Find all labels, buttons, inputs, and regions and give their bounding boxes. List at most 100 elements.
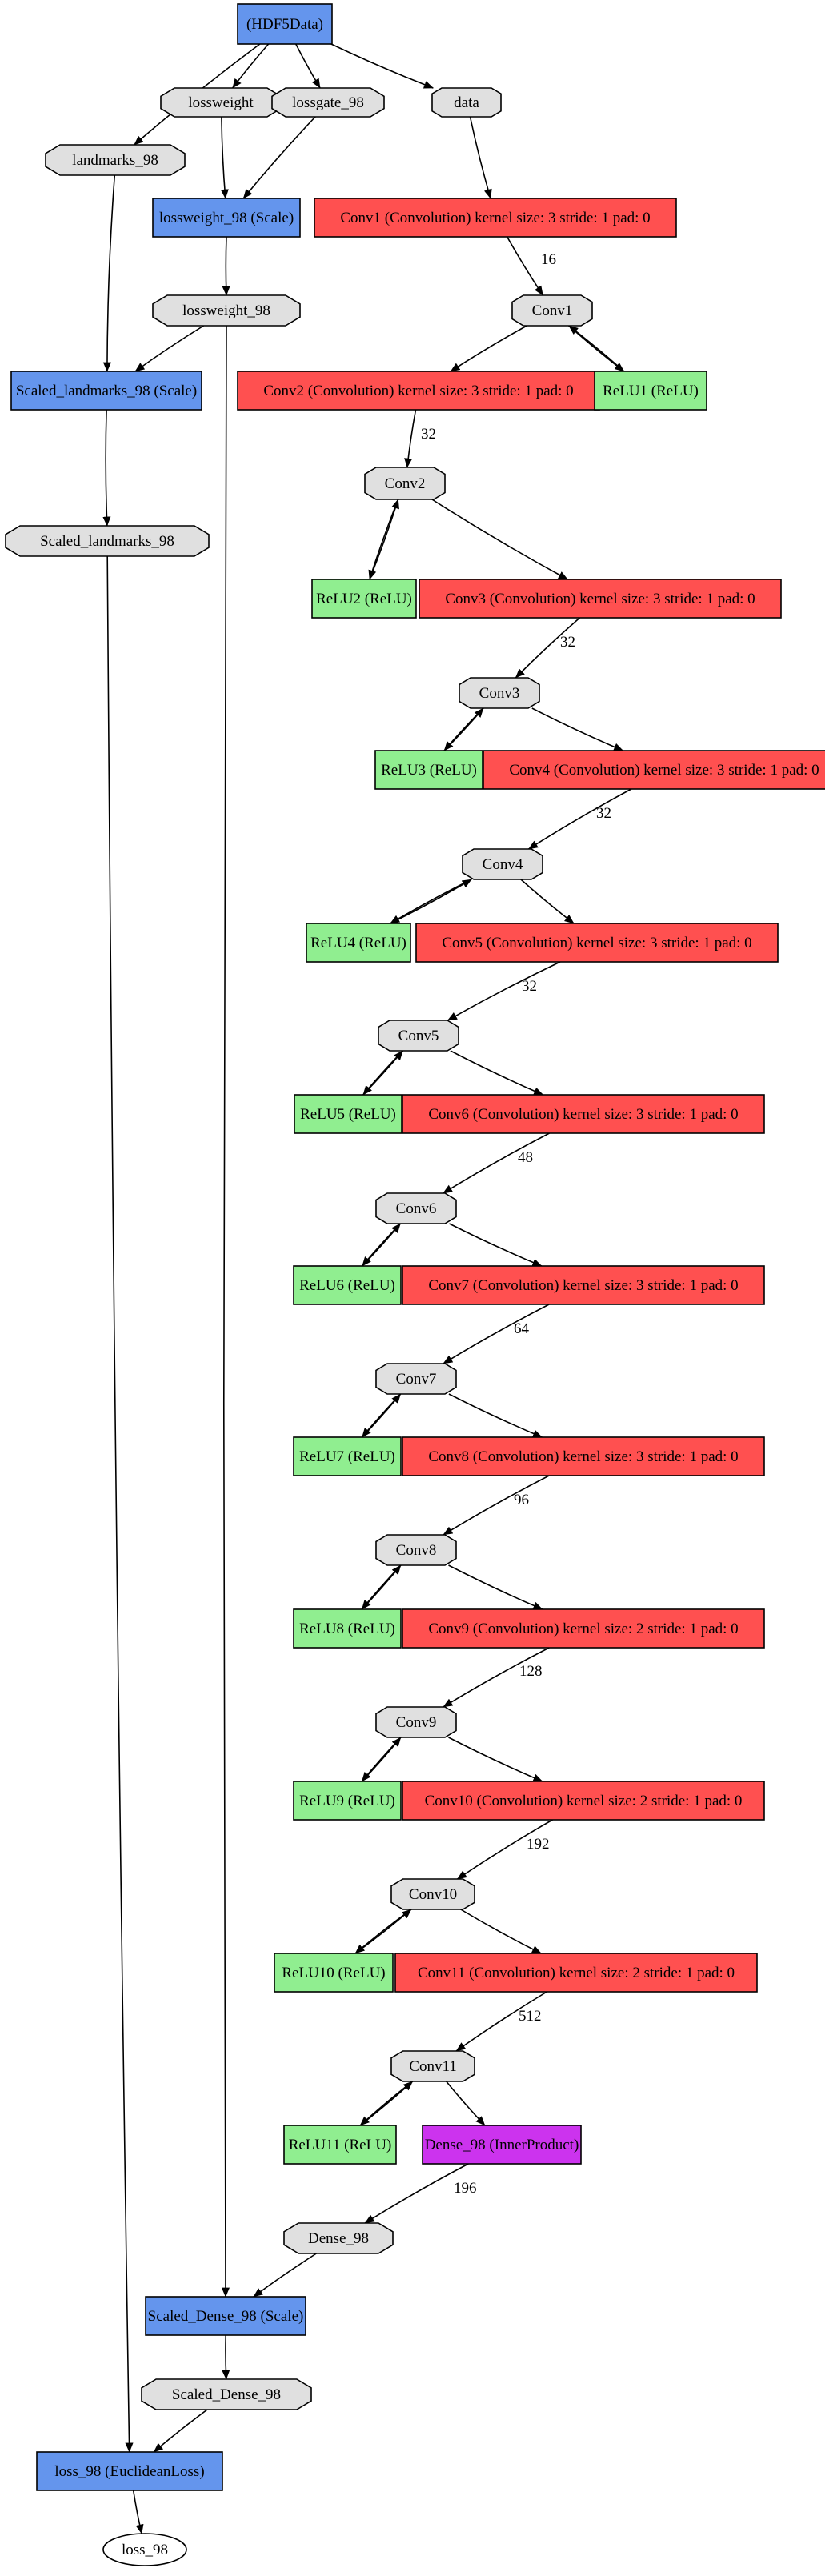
node-lossweight-98-scale: lossweight_98 (Scale) xyxy=(152,198,301,238)
node-label: ReLU1 (ReLU) xyxy=(603,383,699,399)
edge-loss_layer-to-loss_98 xyxy=(132,2490,144,2534)
node-label: (HDF5Data) xyxy=(246,16,323,33)
edge-relu1-to-conv1 xyxy=(568,325,625,372)
edge-landmarks_98-to-scaled_landmarks_scale xyxy=(102,174,116,372)
edge-relu6-to-conv6 xyxy=(362,1223,402,1267)
node-scaled-landmarks-98: Scaled_landmarks_98 xyxy=(5,525,210,557)
edge-relu7-to-conv7 xyxy=(361,1393,402,1438)
layer-box xyxy=(402,1608,765,1649)
node-conv10: Conv10 xyxy=(390,1878,475,1910)
node-conv7: Conv7 xyxy=(375,1363,457,1395)
node-relu11: ReLU11 (ReLU) xyxy=(283,2125,397,2165)
node-label: Conv7 xyxy=(396,1371,437,1388)
node-conv6-layer: Conv6 (Convolution) kernel size: 3 strid… xyxy=(402,1094,765,1134)
node-label: Conv2 (Convolution) kernel size: 3 strid… xyxy=(263,383,573,399)
node-label: ReLU4 (ReLU) xyxy=(310,935,406,951)
blob-octagon xyxy=(431,87,502,118)
node-relu6: ReLU6 (ReLU) xyxy=(293,1265,402,1305)
edge-lossgate_98-to-lossweight_98_scale xyxy=(242,116,316,199)
edge-conv2-to-conv3_layer xyxy=(431,499,568,580)
edge-conv9-to-conv10_layer xyxy=(448,1737,543,1782)
layer-box xyxy=(152,198,301,238)
edge-label: 48 xyxy=(518,1149,533,1166)
edge-conv7_layer-to-conv7 xyxy=(443,1304,550,1364)
node-label: Conv10 (Convolution) kernel size: 2 stri… xyxy=(425,1793,743,1809)
node-conv9-layer: Conv9 (Convolution) kernel size: 2 strid… xyxy=(402,1608,765,1649)
node-label: Conv1 (Convolution) kernel size: 3 strid… xyxy=(340,210,650,226)
layer-box xyxy=(283,2125,397,2165)
layer-box xyxy=(293,1436,402,1476)
blob-octagon xyxy=(511,294,593,327)
node-label: Conv2 xyxy=(385,475,426,492)
layer-box xyxy=(311,579,417,619)
node-relu7: ReLU7 (ReLU) xyxy=(293,1436,402,1476)
edge-scaled_landmarks_98-to-loss_layer xyxy=(106,555,134,2453)
node-label: Scaled_Dense_98 xyxy=(172,2386,281,2403)
output-ellipse xyxy=(102,2533,187,2566)
edge-conv1-to-conv2_layer xyxy=(450,325,527,372)
node-label: loss_98 (EuclideanLoss) xyxy=(54,2463,204,2480)
node-label: ReLU5 (ReLU) xyxy=(300,1106,396,1123)
edge-hdf5-to-lossgate_98 xyxy=(295,43,321,89)
blob-octagon xyxy=(390,1878,475,1910)
blob-octagon xyxy=(141,2378,312,2410)
edge-scaled_landmarks_scale-to-scaled_landmarks_98 xyxy=(102,409,111,527)
node-label: landmarks_98 xyxy=(72,152,158,169)
node-label: Scaled_landmarks_98 (Scale) xyxy=(16,383,197,399)
edge-lossweight-to-lossweight_98_scale xyxy=(220,116,229,199)
edge-relu11-to-conv11 xyxy=(359,2081,414,2126)
edge-conv6_layer-to-conv6 xyxy=(443,1132,550,1194)
edge-dense_98-to-scaled_dense_scale xyxy=(253,2253,317,2298)
node-label: Conv3 (Convolution) kernel size: 3 strid… xyxy=(445,591,755,607)
node-label: lossweight xyxy=(188,94,254,111)
blob-octagon xyxy=(375,1363,457,1395)
node-label: Dense_98 (InnerProduct) xyxy=(425,2137,579,2153)
node-label: ReLU11 (ReLU) xyxy=(289,2137,392,2153)
node-label: ReLU7 (ReLU) xyxy=(299,1448,395,1465)
edge-conv8_layer-to-conv8 xyxy=(443,1475,550,1536)
node-dense-98-layer: Dense_98 (InnerProduct) xyxy=(422,2125,582,2165)
node-relu1: ReLU1 (ReLU) xyxy=(594,371,707,411)
blob-octagon xyxy=(152,294,301,327)
node-label: lossweight_98 xyxy=(182,302,270,319)
blob-octagon xyxy=(375,1534,457,1566)
node-conv4-layer: Conv4 (Convolution) kernel size: 3 strid… xyxy=(483,750,825,790)
node-label: lossweight_98 (Scale) xyxy=(159,210,294,226)
blob-octagon xyxy=(462,848,543,880)
node-conv6: Conv6 xyxy=(375,1192,457,1224)
node-landmarks-98: landmarks_98 xyxy=(45,144,186,176)
node-conv5: Conv5 xyxy=(378,1020,459,1052)
layer-box xyxy=(294,1094,402,1134)
layer-box xyxy=(36,2451,223,2491)
edge-label: 128 xyxy=(519,1663,543,1680)
layer-box xyxy=(402,1094,765,1134)
node-label: ReLU10 (ReLU) xyxy=(282,1965,385,1981)
blob-octagon xyxy=(364,467,446,500)
node-label: Scaled_landmarks_98 xyxy=(40,533,174,550)
layer-box xyxy=(10,371,202,411)
node-relu3: ReLU3 (ReLU) xyxy=(374,750,483,790)
edge-relu10-to-conv10 xyxy=(354,1909,412,1954)
layer-box xyxy=(415,923,779,963)
layer-box xyxy=(374,750,483,790)
node-scaled-dense-98: Scaled_Dense_98 xyxy=(141,2378,312,2410)
node-label: Dense_98 xyxy=(308,2230,369,2247)
edge-lossweight_98-to-scaled_dense_scale xyxy=(221,325,230,2298)
node-scaled-landmarks-scale: Scaled_landmarks_98 (Scale) xyxy=(10,371,202,411)
node-conv2: Conv2 xyxy=(364,467,446,500)
node-hdf5: (HDF5Data) xyxy=(237,3,333,45)
layer-box xyxy=(394,1953,758,1993)
node-label: Conv5 (Convolution) kernel size: 3 strid… xyxy=(442,935,751,951)
node-label: Conv7 (Convolution) kernel size: 3 strid… xyxy=(428,1277,738,1294)
node-label: Conv11 (Convolution) kernel size: 2 stri… xyxy=(418,1965,735,1981)
blob-octagon xyxy=(378,1020,459,1052)
layer-box xyxy=(422,2125,582,2165)
node-label: ReLU8 (ReLU) xyxy=(299,1621,395,1637)
edge-dense_98_layer-to-dense_98 xyxy=(364,2163,469,2224)
edge-conv9_layer-to-conv9 xyxy=(443,1647,550,1708)
edge-label: 16 xyxy=(541,251,556,268)
node-label: Conv4 xyxy=(483,856,523,873)
node-dense-98: Dense_98 xyxy=(283,2222,394,2254)
edge-label: 196 xyxy=(454,2180,477,2197)
edge-relu8-to-conv8 xyxy=(361,1564,402,1610)
